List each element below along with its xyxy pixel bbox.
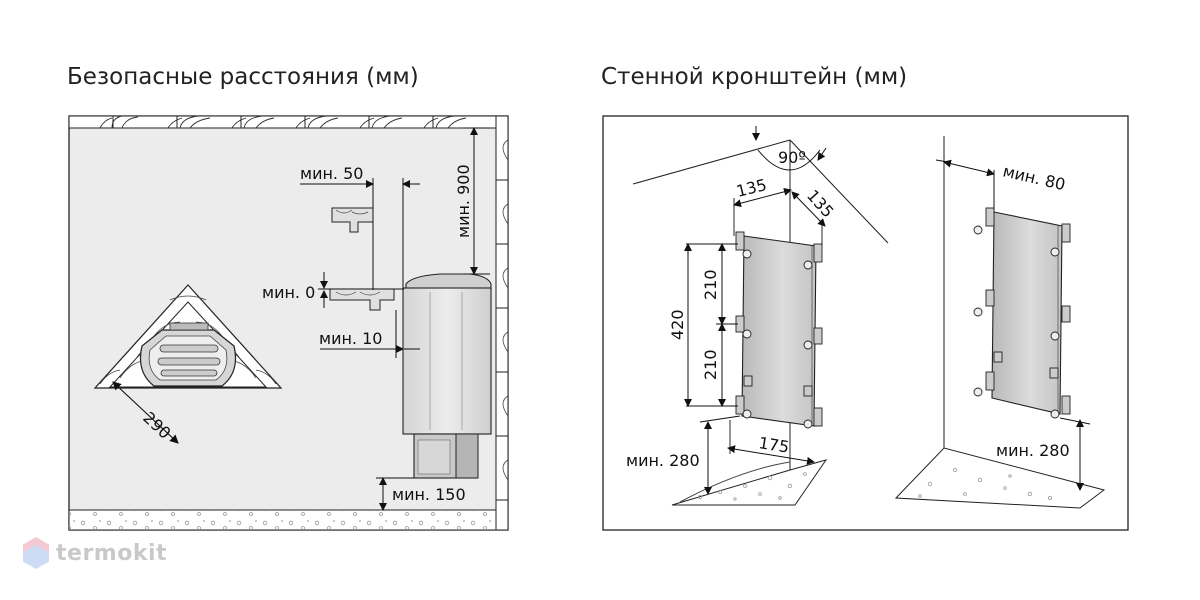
dim-min0 bbox=[318, 272, 404, 308]
dim-min280a bbox=[699, 415, 741, 495]
dim-420-label: 420 bbox=[668, 309, 687, 340]
dim-min150-label: мин. 150 bbox=[392, 485, 466, 504]
dim-175-line bbox=[727, 445, 815, 465]
dim-min50 bbox=[300, 178, 420, 290]
corner-heater-panel bbox=[735, 231, 823, 429]
angle-90-marker bbox=[752, 126, 827, 171]
dim-min900-label: мин. 900 bbox=[454, 164, 473, 238]
watermark-text: termokit bbox=[56, 540, 168, 566]
dim-min10 bbox=[320, 310, 420, 358]
dim-210b-label: 210 bbox=[701, 349, 720, 380]
dim-min10-label: мин. 10 bbox=[319, 329, 382, 348]
dim-min150 bbox=[376, 477, 414, 511]
dim-290-line bbox=[112, 381, 179, 444]
dim-210a-label: 210 bbox=[701, 269, 720, 300]
dim-135a-line bbox=[733, 187, 792, 208]
wall-bracket-title: Стенной кронштейн (мм) bbox=[601, 64, 908, 90]
dim-175-label: 175 bbox=[757, 433, 790, 457]
dim-135b-line bbox=[791, 191, 826, 227]
dim-min280b bbox=[1059, 417, 1091, 491]
corner-top-view bbox=[93, 284, 283, 389]
dim-min280a-label: мин. 280 bbox=[626, 451, 700, 470]
dim-min900 bbox=[464, 127, 490, 275]
flat-heater-panel bbox=[973, 207, 1071, 419]
heater-side-view bbox=[402, 273, 492, 479]
termokit-watermark: termokit bbox=[22, 536, 167, 570]
corner-floor-dots bbox=[698, 472, 807, 501]
angle-90-label: 90º bbox=[778, 148, 806, 167]
dim-min0-label: мин. 0 bbox=[262, 283, 315, 302]
dim-min50-label: мин. 50 bbox=[300, 164, 363, 183]
safety-distances-title: Безопасные расстояния (мм) bbox=[67, 64, 419, 90]
dim-min80 bbox=[935, 159, 995, 210]
right-wood-wall bbox=[495, 115, 509, 531]
flat-floor-dots bbox=[918, 468, 1053, 500]
dim-min280b-label: мин. 280 bbox=[996, 441, 1070, 460]
shelf-lower bbox=[329, 288, 395, 311]
hexagon-logo-icon bbox=[23, 537, 49, 569]
dim-420-210 bbox=[684, 243, 738, 407]
flat-mount-view bbox=[894, 136, 1106, 509]
